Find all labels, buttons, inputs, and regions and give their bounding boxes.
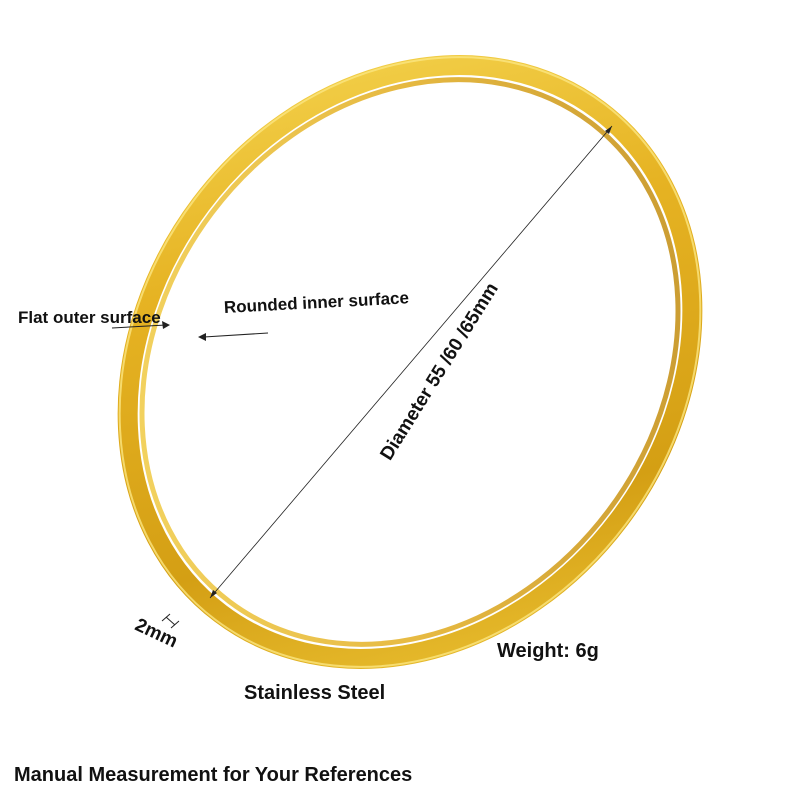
flat-surface-arrow-icon bbox=[162, 321, 170, 329]
diameter-line bbox=[209, 125, 613, 599]
flat-surface-pointer bbox=[111, 321, 170, 329]
thickness-marker bbox=[161, 613, 180, 629]
material-label: Stainless Steel bbox=[244, 682, 386, 704]
rounded-surface-arrow-icon bbox=[198, 333, 206, 341]
bangle-ring bbox=[117, 55, 703, 669]
measurement-note: Manual Measurement for Your References bbox=[14, 764, 413, 786]
flat-outer-surface-label: Flat outer surface bbox=[18, 308, 161, 327]
rounded-surface-pointer bbox=[198, 332, 269, 341]
bangle-outer-edge bbox=[117, 55, 703, 669]
bangle-highlight bbox=[118, 56, 702, 668]
bangle-inner-edge bbox=[139, 77, 681, 647]
diameter-arrow-top bbox=[605, 126, 612, 134]
diameter-arrow-bottom bbox=[210, 590, 217, 598]
weight-label: Weight: 6g bbox=[497, 640, 599, 662]
